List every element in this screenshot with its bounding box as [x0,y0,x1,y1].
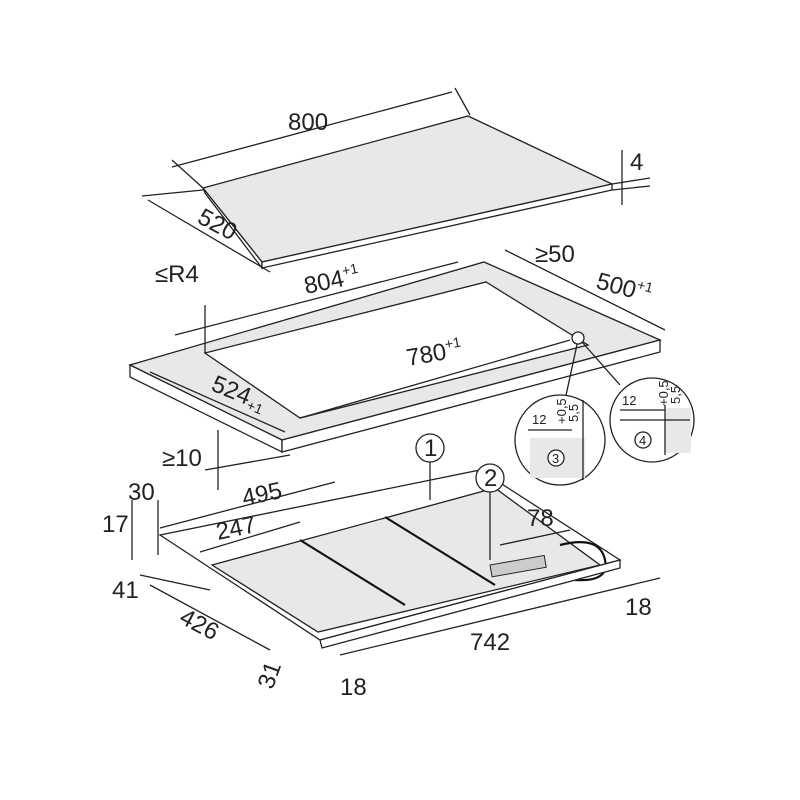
cutout-inner-width-label: 780+1 [404,334,464,372]
hob-underside [158,469,622,649]
dim-742-label: 742 [470,629,510,656]
total-height-label: 30 [128,479,155,506]
hob-width-label: 800 [288,109,328,136]
cutout-dimension-lines [149,249,666,490]
dim-18-front-label: 18 [340,674,367,701]
worktop-cutout [128,261,662,454]
dim-41-label: 41 [112,577,139,604]
dim-31-label: 31 [253,658,288,692]
detail-4-tolerance: +0,5 [656,380,671,406]
detail-3: 3 12 5,5 +0,5 [514,394,606,486]
corner-radius-label: ≤R4 [155,261,199,288]
power-cable [559,541,607,582]
cutout-outer-depth-label: 500+1 [593,266,655,309]
hob-thickness-label: 4 [630,149,643,176]
terminal-box [489,554,547,578]
base-height-label: 17 [102,511,129,538]
detail-4-height: 5,5 [668,386,683,404]
detail-3-tolerance: +0,5 [554,398,569,424]
hob-dimension-lines [141,87,651,273]
rear-gap-label: ≥50 [535,241,575,268]
dim-426-label: 426 [175,603,223,646]
cutout-outer-width-label: 804+1 [301,260,362,300]
dim-495-label: 495 [240,477,285,512]
callout-2: 2 [484,465,497,492]
detail-4-number: 4 [639,433,646,448]
detail-4-width: 12 [622,393,636,408]
underside-dimension-lines [131,433,661,656]
hob-plate [201,115,614,270]
dim-78-label: 78 [527,505,554,532]
detail-4: 4 12 5,5 +0,5 [609,377,695,463]
detail-3-height: 5,5 [566,404,581,422]
dim-18-right-label: 18 [625,594,652,621]
detail-3-width: 12 [532,412,546,427]
clearance-below-label: ≥10 [162,445,202,472]
callout-1: 1 [424,435,437,462]
detail-3-number: 3 [552,451,559,466]
